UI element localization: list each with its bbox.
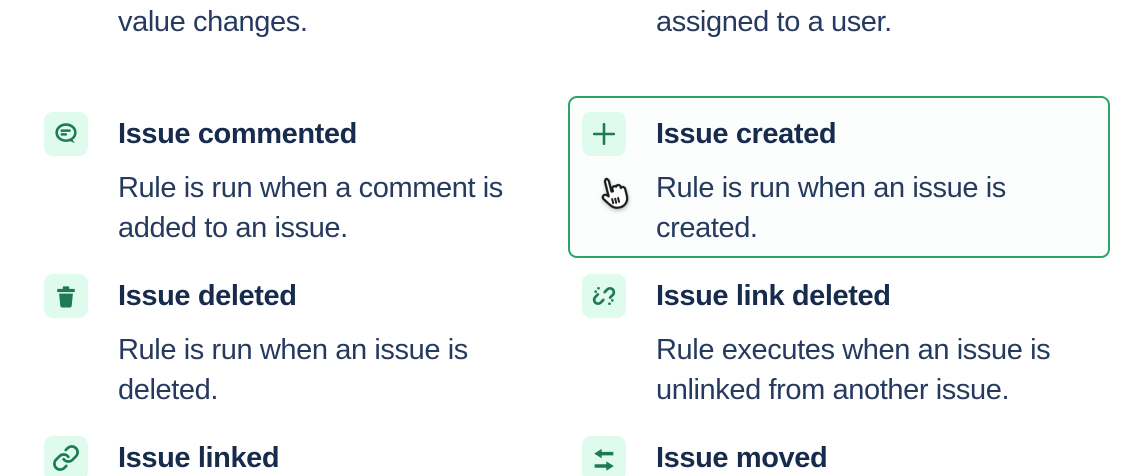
trigger-card-content: Issue moved (656, 436, 828, 476)
trigger-card[interactable]: Issue linked (30, 420, 560, 476)
trigger-description-line: Rule is run when an issue is (656, 172, 1006, 204)
trash-icon (44, 274, 88, 318)
trigger-description-line: assigned to a user. (656, 6, 892, 38)
trigger-description-line: added to an issue. (118, 212, 348, 244)
trigger-description: Rule is run when an issue is created. (656, 168, 1006, 248)
trigger-description-line: Rule is run when an issue is (118, 334, 468, 366)
move-arrows-icon (582, 436, 626, 476)
trigger-title: Issue created (656, 118, 837, 150)
trigger-description-line: created. (656, 212, 758, 244)
trigger-card[interactable]: Issue link deleted Rule executes when an… (568, 258, 1110, 420)
comment-icon (44, 112, 88, 156)
link-icon (44, 436, 88, 476)
trigger-description: Rule is run when an issue's fieldvalue c… (118, 0, 518, 42)
trigger-description: Rule is run when an issue isassigned to … (656, 0, 1006, 42)
trigger-title: Issue link deleted (656, 280, 891, 312)
trigger-card-content: Issue linked (118, 436, 280, 476)
trigger-description-line: deleted. (118, 374, 218, 406)
trigger-card-content: Rule is run when an issue's fieldvalue c… (118, 0, 518, 42)
trigger-card-content: Issue link deleted Rule executes when an… (656, 274, 1051, 410)
trigger-title: Issue deleted (118, 280, 297, 312)
trigger-card[interactable]: Issue commented Rule is run when a comme… (30, 96, 560, 258)
trigger-title: Issue linked (118, 442, 280, 474)
trigger-description-line: Rule is run when a comment is (118, 172, 503, 204)
trigger-card[interactable]: Issue deleted Rule is run when an issue … (30, 258, 560, 420)
trigger-card[interactable]: Rule is run when an issue isassigned to … (568, 0, 1110, 96)
trigger-description: Rule is run when an issue is deleted. (118, 330, 468, 410)
trigger-card-content: Issue deleted Rule is run when an issue … (118, 274, 468, 410)
trigger-grid: Rule is run when an issue's fieldvalue c… (30, 0, 1110, 476)
trigger-description-line: Rule executes when an issue is (656, 334, 1051, 366)
plus-icon (582, 112, 626, 156)
trigger-card[interactable]: Issue moved (568, 420, 1110, 476)
link-broken-icon (582, 274, 626, 318)
trigger-description: Rule is run when a comment is added to an… (118, 168, 503, 248)
trigger-card-content: Rule is run when an issue isassigned to … (656, 0, 1006, 42)
trigger-title: Issue moved (656, 442, 828, 474)
trigger-card[interactable]: Rule is run when an issue's fieldvalue c… (30, 0, 560, 96)
trigger-card[interactable]: Issue created Rule is run when an issue … (568, 96, 1110, 258)
trigger-card-content: Issue created Rule is run when an issue … (656, 112, 1006, 248)
trigger-description-line: unlinked from another issue. (656, 374, 1010, 406)
trigger-title: Issue commented (118, 118, 357, 150)
trigger-description: Rule executes when an issue is unlinked f… (656, 330, 1051, 410)
trigger-description-line: value changes. (118, 6, 308, 38)
trigger-card-content: Issue commented Rule is run when a comme… (118, 112, 503, 248)
